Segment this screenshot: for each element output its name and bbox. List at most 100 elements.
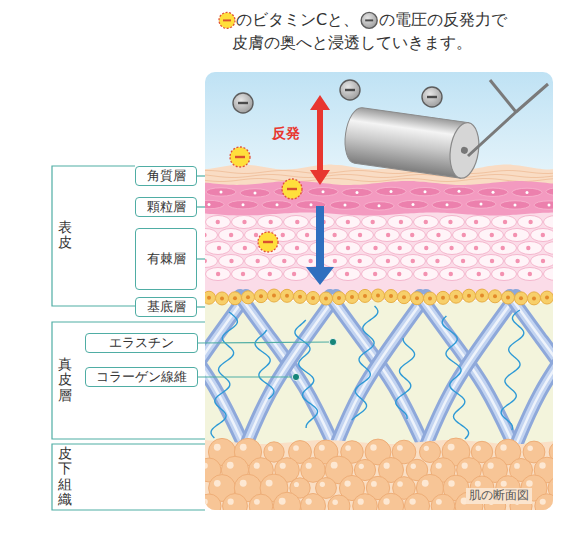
basal-cell xyxy=(294,290,307,303)
cell-nucleus xyxy=(545,296,549,300)
granular-cell xyxy=(500,201,530,209)
fat-highlight xyxy=(228,499,234,505)
cell-nucleus xyxy=(446,203,449,206)
collagen-fiber xyxy=(244,296,336,450)
fat-highlight xyxy=(332,499,337,504)
basal-cell xyxy=(437,291,450,304)
elastin-fiber xyxy=(442,316,468,439)
basal-cell xyxy=(346,290,359,303)
cell-nucleus xyxy=(449,246,453,250)
cell-nucleus xyxy=(435,259,439,263)
cell-nucleus xyxy=(412,203,415,206)
spinous-cell xyxy=(453,229,478,242)
fat-highlight xyxy=(501,481,507,487)
fat-highlight xyxy=(371,481,377,487)
cell-nucleus xyxy=(458,190,461,193)
collagen-fiber xyxy=(510,296,553,450)
fat-highlight xyxy=(514,463,520,469)
vitamin-c-ion xyxy=(282,179,302,199)
spinous-cell xyxy=(362,242,387,255)
cell-nucleus xyxy=(272,294,276,298)
cell-nucleus xyxy=(474,220,478,224)
cell-nucleus xyxy=(390,190,393,193)
fat-highlight xyxy=(448,480,454,486)
spinous-cell xyxy=(323,229,348,242)
spinous-cell xyxy=(505,255,530,268)
granular-cell xyxy=(410,187,440,195)
fat-highlight xyxy=(370,444,376,450)
cell-nucleus xyxy=(346,220,350,224)
corneum-line xyxy=(205,178,553,181)
cell-nucleus xyxy=(333,259,337,263)
granular-cell xyxy=(364,202,394,210)
fat-highlight xyxy=(279,498,286,505)
cell-nucleus xyxy=(345,272,349,276)
cell-nucleus xyxy=(346,246,350,250)
collagen-fiber xyxy=(424,296,516,450)
collagen-fiber xyxy=(514,296,553,450)
pointer-dot xyxy=(292,373,299,380)
cell-nucleus xyxy=(242,220,246,224)
basal-cell xyxy=(476,289,489,302)
cell-nucleus xyxy=(205,233,207,237)
section-label: 皮下組織 xyxy=(58,446,72,508)
cell-nucleus xyxy=(356,191,359,194)
basal-cell xyxy=(489,290,502,303)
spinous-cell xyxy=(206,216,231,229)
spinous-cell xyxy=(284,216,309,229)
cell-nucleus xyxy=(292,272,296,276)
spinous-cell xyxy=(440,242,465,255)
fat-highlight xyxy=(397,481,403,487)
fiber-label-box: コラーゲン線維 xyxy=(85,367,198,387)
basal-cell xyxy=(463,289,476,302)
fat-highlight xyxy=(331,462,338,469)
cell-nucleus xyxy=(332,233,336,237)
cell-nucleus xyxy=(500,272,504,276)
spinous-cell xyxy=(205,229,218,242)
spinous-cell xyxy=(544,268,554,281)
collagen-fiber xyxy=(240,296,336,450)
fat-highlight xyxy=(422,480,429,487)
cell-nucleus xyxy=(454,295,458,299)
elastin-fiber xyxy=(352,306,378,420)
collagen-fiber xyxy=(330,296,426,450)
granular-cell xyxy=(512,188,542,196)
penetration-arrow xyxy=(306,206,334,285)
cell-nucleus xyxy=(448,220,452,224)
cell-nucleus xyxy=(322,190,325,193)
fat-cell xyxy=(249,494,273,510)
cell-nucleus xyxy=(519,296,523,300)
fat-highlight xyxy=(254,463,260,469)
spinous-cell xyxy=(427,255,452,268)
granular-cell xyxy=(398,200,428,208)
roller-handle xyxy=(490,80,516,112)
basal-cell xyxy=(255,290,268,303)
cell-nucleus xyxy=(424,220,428,224)
basal-cell xyxy=(242,291,255,304)
elastin-fiber xyxy=(255,330,274,399)
granular-cell xyxy=(432,201,462,209)
node-label: 基底層 xyxy=(147,299,186,315)
cell-nucleus xyxy=(358,233,362,237)
spinous-cell xyxy=(544,242,554,255)
fat-cell xyxy=(300,493,325,510)
cell-nucleus xyxy=(480,203,483,206)
basal-cell xyxy=(216,292,229,305)
fat-highlight xyxy=(424,446,429,451)
cell-nucleus xyxy=(461,259,465,263)
heading-text: の電圧の反発力で xyxy=(379,10,507,31)
cell-nucleus xyxy=(397,272,401,276)
corneum-line xyxy=(205,170,553,173)
granular-cell xyxy=(330,201,360,209)
spinous-cell xyxy=(531,255,554,268)
fat-cell xyxy=(404,493,429,510)
leader-line xyxy=(198,376,296,377)
cell-nucleus xyxy=(233,296,237,300)
cell-nucleus xyxy=(493,294,497,298)
cell-nucleus xyxy=(503,220,507,224)
cell-nucleus xyxy=(207,296,211,300)
fat-highlight xyxy=(500,444,506,450)
spinous-cell xyxy=(401,255,426,268)
basal-cell xyxy=(385,290,398,303)
leader-line xyxy=(197,206,205,207)
